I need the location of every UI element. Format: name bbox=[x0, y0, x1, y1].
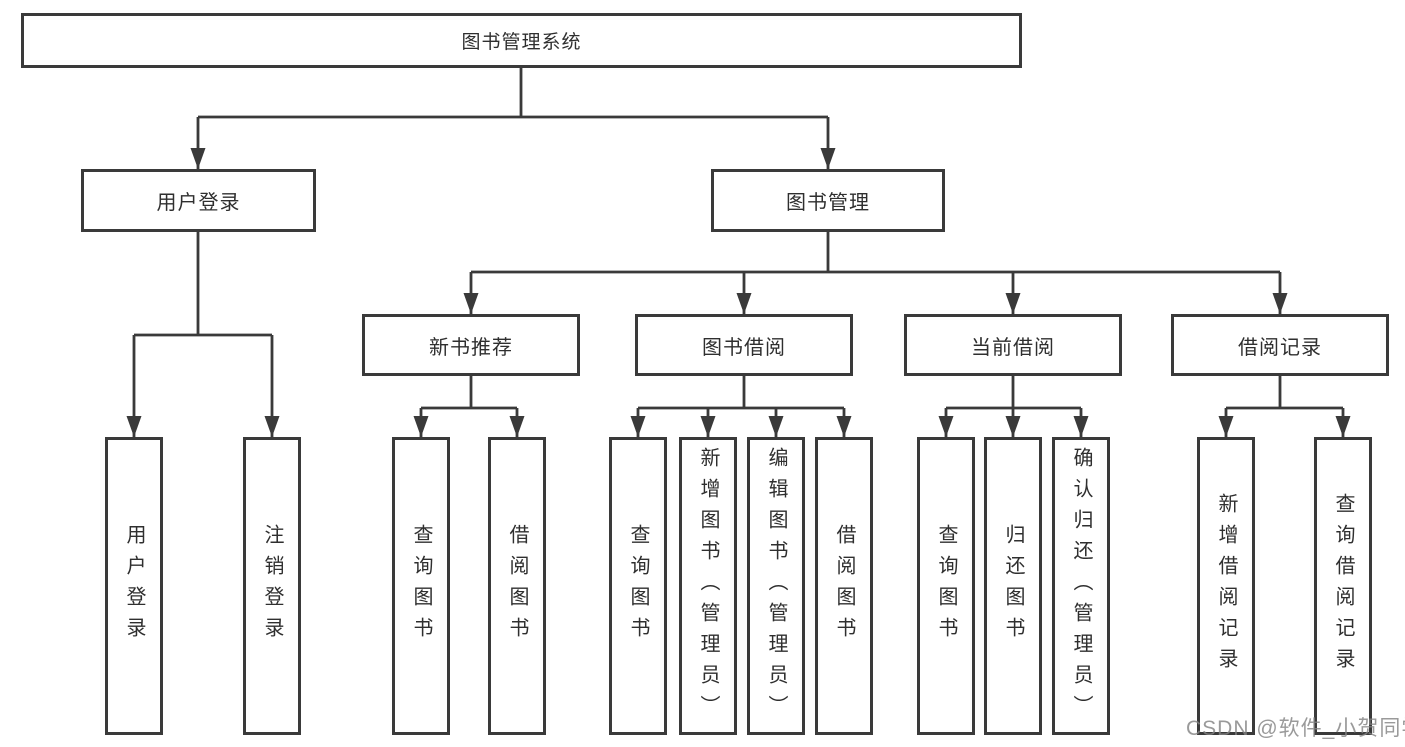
leaf-bb-query-book: 查询图书 bbox=[609, 437, 667, 735]
leaf-nb-borrow-book: 借阅图书 bbox=[488, 437, 546, 735]
leaf-br-add-record: 新增借阅记录 bbox=[1197, 437, 1255, 735]
leaf-cb-return-book: 归还图书 bbox=[984, 437, 1042, 735]
leaf-bb-borrow-book-label: 借阅图书 bbox=[833, 524, 855, 648]
node-new-book-recommend: 新书推荐 bbox=[362, 314, 580, 376]
node-borrow-record-label: 借阅记录 bbox=[1238, 336, 1322, 359]
leaf-br-add-record-label: 新增借阅记录 bbox=[1215, 493, 1237, 679]
node-book-mgmt: 图书管理 bbox=[711, 169, 945, 232]
node-root-label: 图书管理系统 bbox=[461, 32, 582, 53]
leaf-br-query-record-label: 查询借阅记录 bbox=[1332, 493, 1354, 679]
leaf-nb-query-book-label: 查询图书 bbox=[410, 524, 432, 648]
leaf-logout: 注销登录 bbox=[243, 437, 301, 735]
leaf-bb-edit-book-label: 编辑图书（管理员） bbox=[765, 446, 787, 726]
node-book-borrow: 图书借阅 bbox=[635, 314, 853, 376]
leaf-bb-add-book: 新增图书（管理员） bbox=[679, 437, 737, 735]
node-book-borrow-label: 图书借阅 bbox=[702, 336, 786, 359]
leaf-br-query-record: 查询借阅记录 bbox=[1314, 437, 1372, 735]
leaf-bb-add-book-label: 新增图书（管理员） bbox=[697, 446, 719, 726]
leaf-user-login-label: 用户登录 bbox=[123, 524, 145, 648]
leaf-user-login: 用户登录 bbox=[105, 437, 163, 735]
leaf-cb-query-book: 查询图书 bbox=[917, 437, 975, 735]
tree-trunk-lines bbox=[134, 68, 1343, 410]
leaf-logout-label: 注销登录 bbox=[261, 524, 283, 648]
node-root: 图书管理系统 bbox=[21, 13, 1022, 68]
leaf-cb-confirm-return-label: 确认归还（管理员） bbox=[1070, 446, 1092, 726]
leaf-nb-query-book: 查询图书 bbox=[392, 437, 450, 735]
node-user-login-label: 用户登录 bbox=[156, 192, 241, 214]
leaf-bb-query-book-label: 查询图书 bbox=[627, 524, 649, 648]
csdn-watermark: CSDN @软件_小贺同学 bbox=[1186, 717, 1405, 740]
node-current-borrow: 当前借阅 bbox=[904, 314, 1122, 376]
node-new-book-recommend-label: 新书推荐 bbox=[429, 336, 513, 359]
node-user-login: 用户登录 bbox=[81, 169, 316, 232]
leaf-bb-borrow-book: 借阅图书 bbox=[815, 437, 873, 735]
leaf-cb-confirm-return: 确认归还（管理员） bbox=[1052, 437, 1110, 735]
node-borrow-record: 借阅记录 bbox=[1171, 314, 1389, 376]
leaf-bb-edit-book: 编辑图书（管理员） bbox=[747, 437, 805, 735]
leaf-nb-borrow-book-label: 借阅图书 bbox=[506, 524, 528, 648]
leaf-cb-query-book-label: 查询图书 bbox=[935, 524, 957, 648]
node-book-mgmt-label: 图书管理 bbox=[786, 192, 870, 214]
node-current-borrow-label: 当前借阅 bbox=[971, 336, 1055, 359]
leaf-cb-return-book-label: 归还图书 bbox=[1002, 524, 1024, 648]
